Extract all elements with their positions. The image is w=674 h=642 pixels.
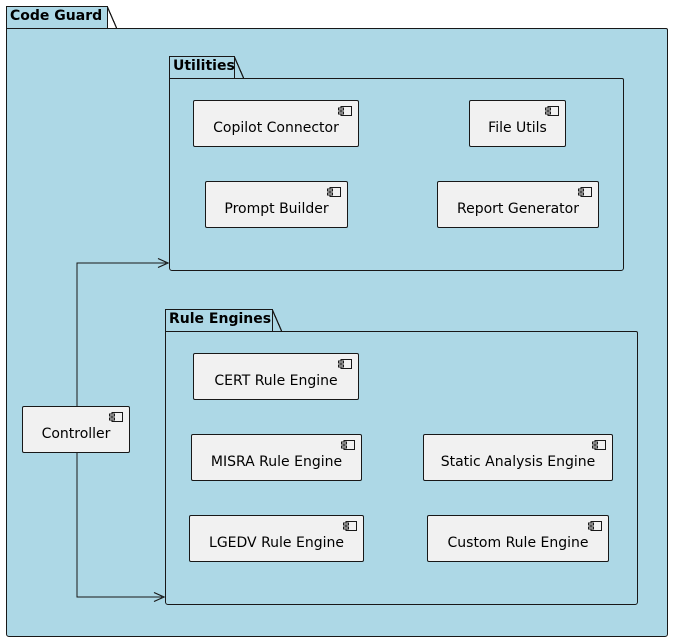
utilities-package-title: Utilities <box>173 58 235 74</box>
arrowhead-utilities <box>157 257 170 269</box>
uml-component-icon <box>545 106 559 116</box>
cert-rule-engine-component[interactable]: CERT Rule Engine <box>193 353 359 400</box>
rule-engines-package-tab: Rule Engines <box>165 308 282 332</box>
arrowhead-rule-engines <box>153 591 166 603</box>
uml-component-icon <box>588 521 602 531</box>
copilot-connector-component[interactable]: Copilot Connector <box>193 100 359 147</box>
lgedv-rule-engine-label: LGEDV Rule Engine <box>209 534 344 551</box>
uml-component-icon <box>338 106 352 116</box>
misra-rule-engine-component[interactable]: MISRA Rule Engine <box>191 434 362 481</box>
controller-label: Controller <box>41 425 111 442</box>
uml-component-icon <box>592 440 606 450</box>
uml-component-icon <box>109 412 123 422</box>
code-guard-package-title: Code Guard <box>10 8 103 24</box>
rule-engines-package-title: Rule Engines <box>169 311 272 327</box>
edge-controller-to-utilities <box>76 262 166 406</box>
uml-component-icon <box>578 187 592 197</box>
file-utils-component[interactable]: File Utils <box>469 100 566 147</box>
uml-component-icon <box>343 521 357 531</box>
edge-controller-to-rule-engines <box>76 453 162 598</box>
uml-component-icon <box>341 440 355 450</box>
uml-component-icon <box>338 359 352 369</box>
lgedv-rule-engine-component[interactable]: LGEDV Rule Engine <box>189 515 364 562</box>
static-analysis-engine-component[interactable]: Static Analysis Engine <box>423 434 613 481</box>
report-generator-label: Report Generator <box>457 200 579 217</box>
report-generator-component[interactable]: Report Generator <box>437 181 599 228</box>
static-analysis-engine-label: Static Analysis Engine <box>440 453 596 470</box>
misra-rule-engine-label: MISRA Rule Engine <box>210 453 343 470</box>
utilities-package-tab: Utilities <box>169 55 244 79</box>
code-guard-package-tab: Code Guard <box>6 5 117 29</box>
cert-rule-engine-label: CERT Rule Engine <box>214 372 338 389</box>
custom-rule-engine-component[interactable]: Custom Rule Engine <box>427 515 609 562</box>
controller-component[interactable]: Controller <box>22 406 130 453</box>
prompt-builder-label: Prompt Builder <box>224 200 329 217</box>
uml-component-icon <box>327 187 341 197</box>
copilot-connector-label: Copilot Connector <box>213 119 339 136</box>
file-utils-label: File Utils <box>488 119 547 136</box>
custom-rule-engine-label: Custom Rule Engine <box>447 534 589 551</box>
prompt-builder-component[interactable]: Prompt Builder <box>205 181 348 228</box>
